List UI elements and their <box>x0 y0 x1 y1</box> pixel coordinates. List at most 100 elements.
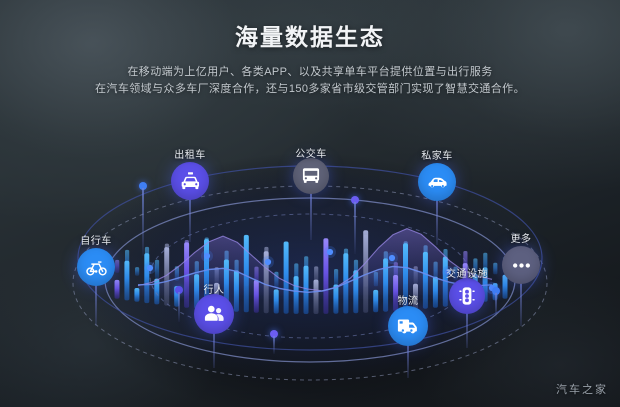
node-stem <box>520 265 522 326</box>
node-label-pedestrian: 行人 <box>203 285 225 296</box>
bus-icon <box>302 168 320 183</box>
bar <box>293 276 299 314</box>
wave-node-markers <box>144 246 498 294</box>
bicycle-bubble[interactable] <box>77 248 115 286</box>
dot-pin-head <box>492 287 500 295</box>
facilities-bubble[interactable] <box>449 278 485 314</box>
node-label-logistics: 物流 <box>397 296 419 307</box>
bar <box>124 260 130 301</box>
logistics-bubble[interactable] <box>388 306 428 346</box>
node-label-taxi: 出租车 <box>174 150 206 161</box>
pedestrian-bubble[interactable] <box>194 294 234 334</box>
wave-node-marker[interactable] <box>146 264 154 272</box>
bar <box>373 289 379 313</box>
node-stem <box>466 296 468 348</box>
dot-pin[interactable] <box>492 287 500 319</box>
bar <box>115 259 120 273</box>
wave-lines <box>137 228 493 293</box>
bar <box>473 258 478 278</box>
dot-pin-head <box>270 330 278 338</box>
bar <box>134 288 140 302</box>
bar <box>114 279 120 299</box>
dot-pin-stem <box>354 202 356 254</box>
bar <box>493 262 498 275</box>
bar-series-front-row <box>114 230 508 314</box>
category-node-facilities[interactable]: 交通设施 <box>446 269 488 348</box>
watermark: 汽车之家 <box>556 384 608 396</box>
outer-dashed-ellipse <box>72 185 548 381</box>
wave-node-marker[interactable] <box>203 252 211 260</box>
page-title: 海量数据生态 <box>235 24 385 50</box>
taxi-bubble[interactable] <box>171 162 209 200</box>
bar <box>334 269 339 288</box>
category-node-taxi[interactable]: 出租车 <box>171 150 209 242</box>
bar <box>144 253 150 304</box>
node-label-facilities: 交通设施 <box>446 269 488 280</box>
dot-pin[interactable] <box>351 196 359 256</box>
bar <box>283 241 289 314</box>
bar <box>243 234 249 313</box>
bar <box>135 267 140 276</box>
wave-node-marker[interactable] <box>326 248 334 256</box>
node-label-privatecar: 私家车 <box>421 151 453 162</box>
node-label-bus: 公交车 <box>295 149 327 160</box>
bar <box>363 230 369 313</box>
dot-pin-stem <box>178 292 180 322</box>
more-dots-icon <box>512 262 530 268</box>
bar <box>422 251 428 309</box>
bar <box>154 259 160 279</box>
wave-node-marker[interactable] <box>264 258 272 266</box>
bar <box>233 270 239 312</box>
dot-pin-head <box>139 182 147 190</box>
traffic-light-icon <box>459 287 475 305</box>
subtitle-line-2: 在汽车领域与众多车厂深度合作，还与150多家省市级交管部门实现了智慧交通合作。 <box>95 83 525 95</box>
bar <box>333 284 339 314</box>
bar <box>403 243 408 311</box>
bar <box>253 280 259 313</box>
dot-pin-stem <box>495 293 497 317</box>
taxi-icon <box>181 171 199 189</box>
category-node-bicycle[interactable]: 自行车 <box>77 236 115 326</box>
node-stem <box>213 314 215 368</box>
node-label-bicycle: 自行车 <box>80 236 112 247</box>
dot-pin[interactable] <box>270 330 278 356</box>
dot-pin[interactable] <box>175 286 183 324</box>
bar <box>413 283 418 310</box>
category-node-bus[interactable]: 公交车 <box>293 149 329 240</box>
node-stem <box>310 176 312 240</box>
dot-pin-stem <box>142 188 144 256</box>
dot-pin[interactable] <box>139 182 147 258</box>
more-bubble[interactable] <box>502 246 540 284</box>
bicycle-icon <box>85 260 107 276</box>
node-label-more: 更多 <box>510 234 532 245</box>
truck-icon <box>397 319 417 334</box>
category-node-logistics[interactable]: 物流 <box>388 296 428 378</box>
pedestrian-icon <box>204 305 224 321</box>
bar <box>502 274 508 299</box>
bar <box>323 238 329 314</box>
bar <box>303 265 309 314</box>
subtitle-line-1: 在移动端为上亿用户、各类APP、以及共享单车平台提供位置与出行服务 <box>127 66 493 78</box>
bar <box>393 275 399 312</box>
bar <box>353 270 359 314</box>
page-subtitle: 在移动端为上亿用户、各类APP、以及共享单车平台提供位置与出行服务 在汽车领域与… <box>0 51 620 98</box>
wave-node-marker[interactable] <box>388 254 396 262</box>
bar <box>383 258 389 312</box>
category-node-pedestrian[interactable]: 行人 <box>194 285 234 368</box>
bar <box>273 289 279 314</box>
disc-glow <box>60 162 560 382</box>
bar <box>432 276 438 308</box>
car-icon <box>427 177 447 187</box>
dot-pin-head <box>175 286 183 294</box>
header: 海量数据生态 在移动端为上亿用户、各类APP、以及共享单车平台提供位置与出行服务… <box>0 0 620 98</box>
wave-node-marker[interactable] <box>444 268 452 276</box>
bar <box>164 247 170 306</box>
category-node-more[interactable]: 更多 <box>502 234 540 326</box>
category-node-privatecar[interactable]: 私家车 <box>418 151 456 245</box>
bar <box>313 279 319 314</box>
bus-bubble[interactable] <box>293 158 329 194</box>
privatecar-bubble[interactable] <box>418 163 456 201</box>
node-stem <box>95 267 97 326</box>
